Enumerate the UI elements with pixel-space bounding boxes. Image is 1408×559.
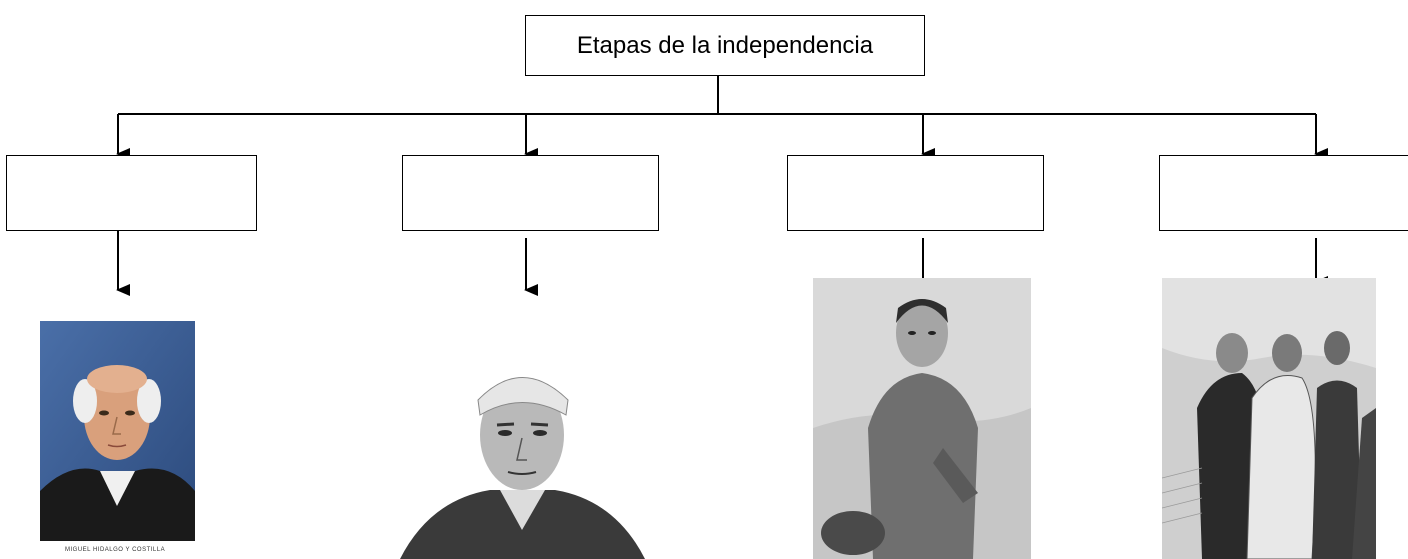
stage-box-4: [1159, 155, 1408, 231]
hidalgo-portrait-image: MIGUEL HIDALGO Y COSTILLA: [40, 321, 195, 559]
stage-box-1: [6, 155, 257, 231]
guerrero-portrait-image: [813, 278, 1031, 559]
acatempan-embrace-image: [1162, 278, 1376, 559]
morelos-portrait-image: [390, 330, 655, 559]
root-box: Etapas de la independencia: [525, 15, 925, 76]
stage-box-2: [402, 155, 659, 231]
stage-box-3: [787, 155, 1044, 231]
hidalgo-caption: MIGUEL HIDALGO Y COSTILLA: [65, 547, 166, 553]
root-label: Etapas de la independencia: [576, 31, 874, 59]
